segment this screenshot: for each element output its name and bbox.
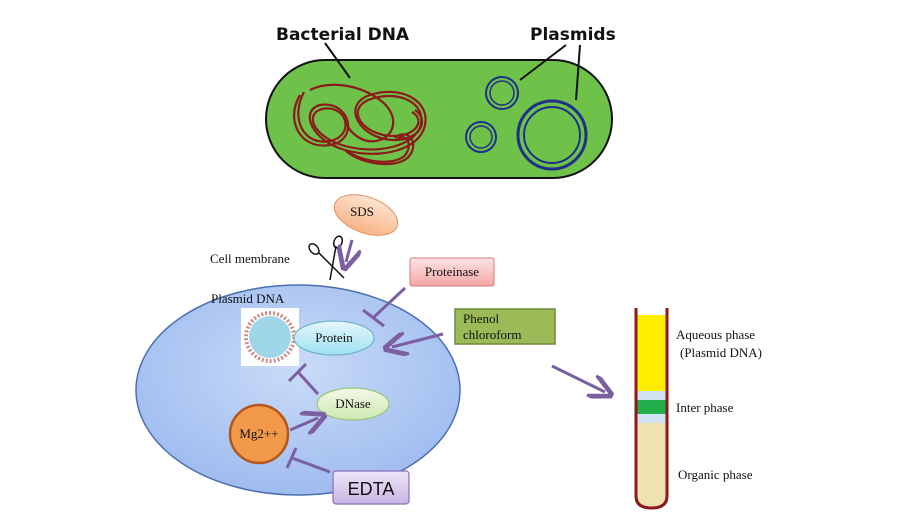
interphase-label: Inter phase [676,400,734,415]
cell-membrane-label: Cell membrane [210,251,290,266]
dnase-node [316,387,390,421]
aqueous-phase-layer [636,315,667,391]
connectors [285,239,605,474]
mg-arrow [289,418,318,430]
test-tube [634,308,669,510]
to-tube-arrow [551,364,605,392]
bacterium-body [265,59,613,179]
interphase-boundary-top [636,391,667,400]
bacterial-dna-coil [293,83,427,166]
plasmid-dna-image [241,308,299,366]
plasmids-label: Plasmids [530,25,616,45]
protein-label: Protein [315,330,353,345]
bacterial-dna-pointer [324,42,351,79]
edta-label: EDTA [348,479,395,499]
phenol-label-line2: chloroform [463,327,521,342]
plasmid-dna-label: Plasmid DNA [211,291,285,306]
dnase-label: DNase [335,396,371,411]
phenol-label-line1: Phenol [463,311,500,326]
aqueous-phase-sublabel: (Plasmid DNA) [680,345,762,360]
proteinase-box [409,257,495,287]
phenol-arrow [392,334,444,347]
mg-node [228,403,290,465]
protein-node [293,320,375,356]
aqueous-phase-label: Aqueous phase [676,327,755,342]
interphase-layer [636,400,667,414]
cell-body [135,284,461,496]
plasmid-rings [465,76,588,171]
organic-phase-label: Organic phase [678,467,753,482]
bacterial-dna-label: Bacterial DNA [276,25,410,45]
plasmids-pointer-1 [519,44,567,81]
sds-arrow [346,239,352,262]
bacterium: Bacterial DNA Plasmids [265,25,616,179]
plasmids-pointer-2 [575,44,581,101]
proteinase-inhibitor-line [371,286,407,320]
edta-inhibitor-line [291,456,331,474]
phenol-chloroform-box [454,308,556,345]
sds-node [333,194,399,236]
mg-label: Mg2++ [239,426,278,441]
tube-outline [634,308,669,510]
interphase-boundary-bottom [636,414,667,423]
edta-box [332,470,410,505]
proteinase-label: Proteinase [425,264,479,279]
dnase-inhibitor-line [296,370,320,396]
scissors-icon [308,235,345,281]
organic-phase-layer [636,423,667,508]
sds-label: SDS [350,204,374,219]
